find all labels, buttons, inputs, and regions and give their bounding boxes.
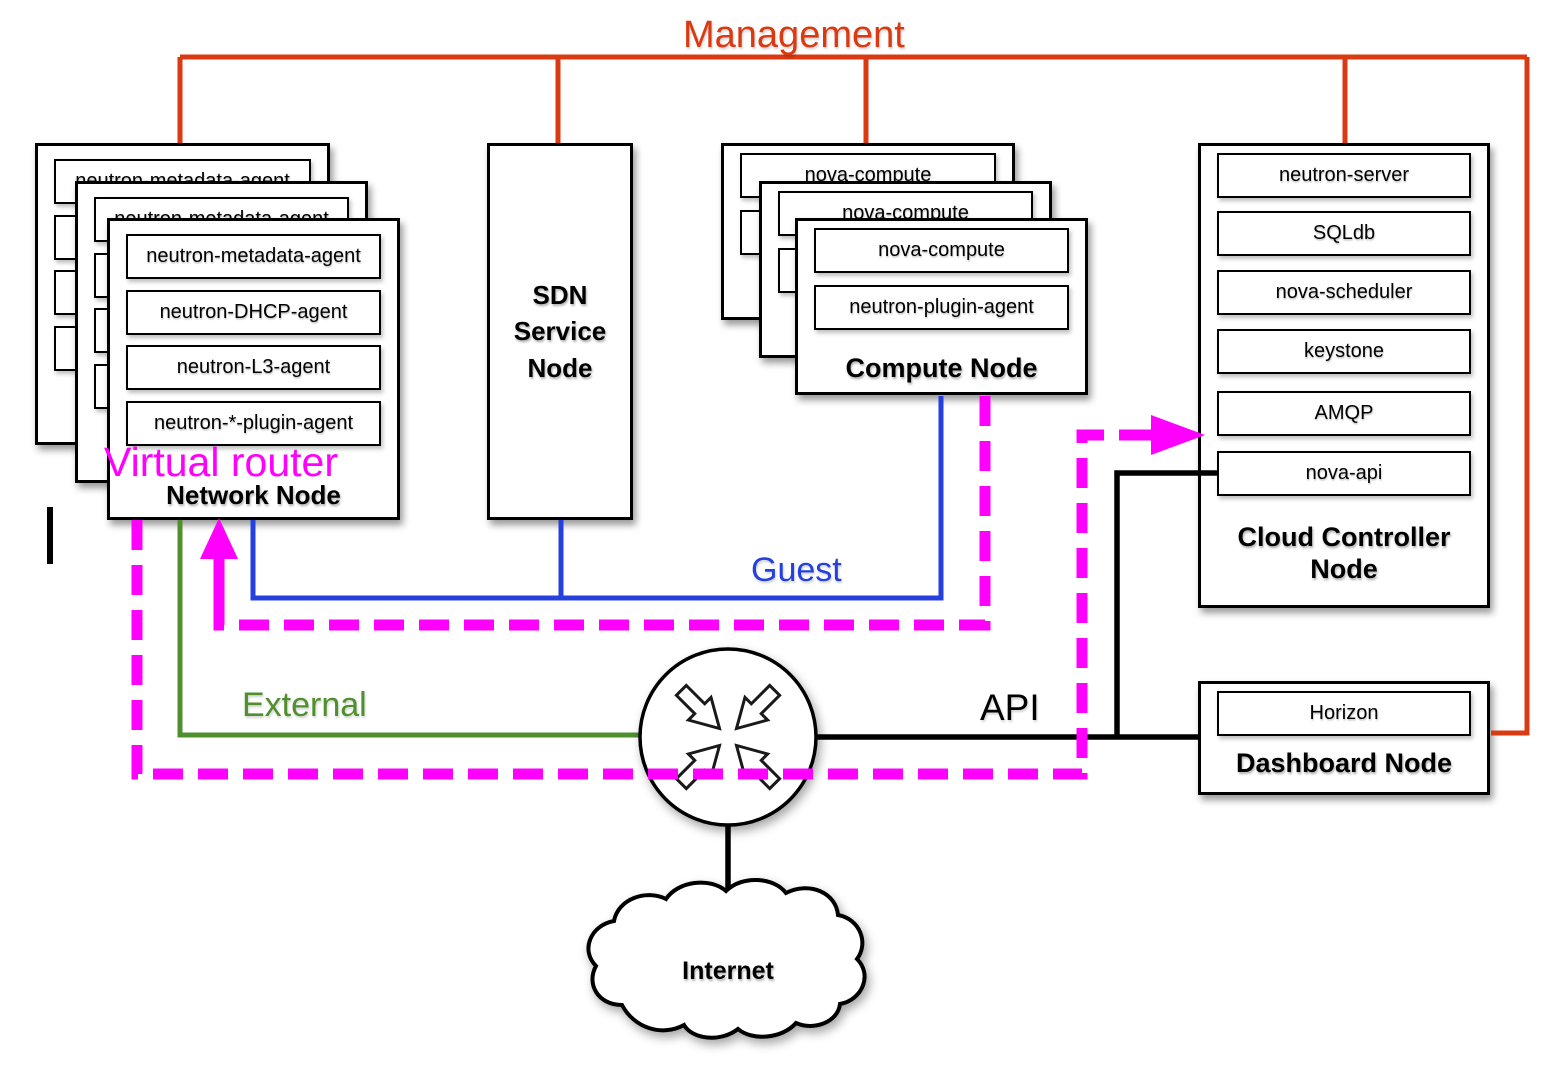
guest-label: Guest <box>751 551 842 589</box>
service-horizon: Horizon <box>1217 691 1471 736</box>
api-network-lines <box>47 470 1217 912</box>
internet-label: Internet <box>682 957 774 985</box>
service-nova-scheduler: nova-scheduler <box>1217 270 1471 315</box>
service-amqp: AMQP <box>1217 391 1471 436</box>
service-neutron-l3-agent: neutron-L3-agent <box>126 345 381 390</box>
dashboard-node-title: Dashboard Node <box>1235 748 1453 778</box>
service-neutron-metadata-agent: neutron-metadata-agent <box>126 234 381 279</box>
api-label: API <box>980 687 1040 728</box>
service-nova-compute: nova-compute <box>814 228 1069 273</box>
service-neutron-server: neutron-server <box>1217 153 1471 198</box>
network-node-box: neutron-metadata-agent neutron-DHCP-agen… <box>104 218 400 520</box>
cloud-controller-node-box: neutron-server SQLdb nova-scheduler keys… <box>1198 143 1490 608</box>
service-nova-api: nova-api <box>1217 451 1471 496</box>
management-label: Management <box>683 14 905 56</box>
sdn-service-node-title: SDN Service Node <box>513 279 607 383</box>
service-sqldb: SQLdb <box>1217 211 1471 256</box>
service-neutron-plugin-agent: neutron-plugin-agent <box>814 285 1069 330</box>
router-circle <box>638 647 818 827</box>
compute-node-title: Compute Node <box>845 353 1038 383</box>
external-label: External <box>242 686 367 724</box>
management-link-dashboard <box>1491 57 1530 736</box>
router-symbol <box>638 647 818 827</box>
router-arrow-se-icon <box>734 743 782 791</box>
virtual-router-arrowhead-up <box>200 518 238 559</box>
router-arrow-nw-icon <box>674 683 722 731</box>
sdn-service-node-box: SDN Service Node <box>487 143 633 520</box>
cloud-controller-node-title: Cloud Controller Node <box>1237 522 1451 585</box>
router-arrow-ne-icon <box>734 683 782 731</box>
service-neutron-dhcp-agent: neutron-DHCP-agent <box>126 290 381 335</box>
virtual-router-arrowhead-right <box>1151 415 1205 455</box>
compute-node-box: nova-compute neutron-plugin-agent Comput… <box>795 218 1088 395</box>
network-node-title: Network Node <box>166 480 341 510</box>
virtual-router-label: Virtual router <box>104 439 338 485</box>
service-keystone: keystone <box>1217 329 1471 374</box>
dashboard-node-box: Horizon Dashboard Node <box>1198 681 1490 795</box>
router-arrow-sw-icon <box>674 743 722 791</box>
